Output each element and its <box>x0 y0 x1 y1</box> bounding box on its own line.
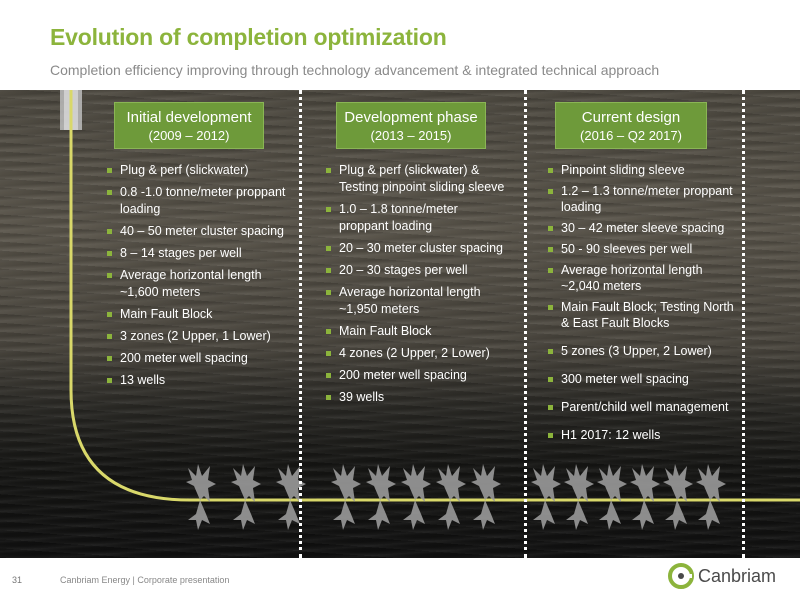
column-header-title: Development phase <box>344 109 478 126</box>
column-development-phase: Plug & perf (slickwater) & Testing pinpo… <box>325 162 510 411</box>
list-item: Average horizontal length ~1,950 meters <box>325 284 510 318</box>
list-item: 4 zones (2 Upper, 2 Lower) <box>325 345 510 362</box>
list-item: 3 zones (2 Upper, 1 Lower) <box>106 328 286 345</box>
list-item: 8 – 14 stages per well <box>106 245 286 262</box>
column-header-development: Development phase (2013 – 2015) <box>336 102 486 149</box>
column-divider <box>742 90 745 558</box>
rock-background: Initial development (2009 – 2012) Plug &… <box>0 90 800 558</box>
wellbore-path <box>69 90 800 502</box>
logo-text: Canbriam <box>698 565 777 586</box>
wellbore-diagram <box>60 90 800 530</box>
company-logo: Canbriam <box>668 562 776 590</box>
list-item: 50 - 90 sleeves per well <box>547 241 742 257</box>
list-item: Plug & perf (slickwater) & Testing pinpo… <box>325 162 510 196</box>
column-current-design: Pinpoint sliding sleeve 1.2 – 1.3 tonne/… <box>547 162 742 453</box>
fracture-icons <box>186 464 726 530</box>
list-item: 40 – 50 meter cluster spacing <box>106 223 286 240</box>
column-header-period: (2013 – 2015) <box>370 128 452 143</box>
column-header-period: (2016 – Q2 2017) <box>580 128 682 143</box>
list-item: 20 – 30 stages per well <box>325 262 510 279</box>
column-header-initial: Initial development (2009 – 2012) <box>114 102 264 149</box>
list-item: Main Fault Block; Testing North & East F… <box>547 299 742 331</box>
list-item: 300 meter well spacing <box>547 371 742 387</box>
list-item: 1.2 – 1.3 tonne/meter proppant loading <box>547 183 742 215</box>
list-item: Pinpoint sliding sleeve <box>547 162 742 178</box>
list-item: 13 wells <box>106 372 286 389</box>
column-divider <box>299 90 302 558</box>
column-header-title: Initial development <box>126 109 252 126</box>
column-header-title: Current design <box>581 109 681 126</box>
list-item: H1 2017: 12 wells <box>547 427 742 443</box>
list-item: Parent/child well management <box>547 399 742 415</box>
bullet-list: Pinpoint sliding sleeve 1.2 – 1.3 tonne/… <box>547 162 742 443</box>
list-item: 39 wells <box>325 389 510 406</box>
slide-subtitle: Completion efficiency improving through … <box>50 62 660 78</box>
list-item: 200 meter well spacing <box>106 350 286 367</box>
column-header-period: (2009 – 2012) <box>148 128 230 143</box>
list-item: Plug & perf (slickwater) <box>106 162 286 179</box>
list-item: Main Fault Block <box>106 306 286 323</box>
slide-title: Evolution of completion optimization <box>50 24 447 50</box>
column-header-current: Current design (2016 – Q2 2017) <box>555 102 707 149</box>
list-item: 0.8 -1.0 tonne/meter proppant loading <box>106 184 286 218</box>
canbriam-logo-icon <box>668 563 694 589</box>
column-initial-development: Plug & perf (slickwater) 0.8 -1.0 tonne/… <box>106 162 286 394</box>
footer-text: Canbriam Energy | Corporate presentation <box>60 575 230 585</box>
bullet-list: Plug & perf (slickwater) 0.8 -1.0 tonne/… <box>106 162 286 389</box>
list-item: 1.0 – 1.8 tonne/meter proppant loading <box>325 201 510 235</box>
list-item: 30 – 42 meter sleeve spacing <box>547 220 742 236</box>
list-item: 5 zones (3 Upper, 2 Lower) <box>547 343 742 359</box>
bullet-list: Plug & perf (slickwater) & Testing pinpo… <box>325 162 510 406</box>
page-number: 31 <box>12 575 23 585</box>
column-divider <box>524 90 527 558</box>
list-item: Average horizontal length ~1,600 meters <box>106 267 286 301</box>
list-item: Average horizontal length ~2,040 meters <box>547 262 742 294</box>
list-item: Main Fault Block <box>325 323 510 340</box>
list-item: 20 – 30 meter cluster spacing <box>325 240 510 257</box>
list-item: 200 meter well spacing <box>325 367 510 384</box>
